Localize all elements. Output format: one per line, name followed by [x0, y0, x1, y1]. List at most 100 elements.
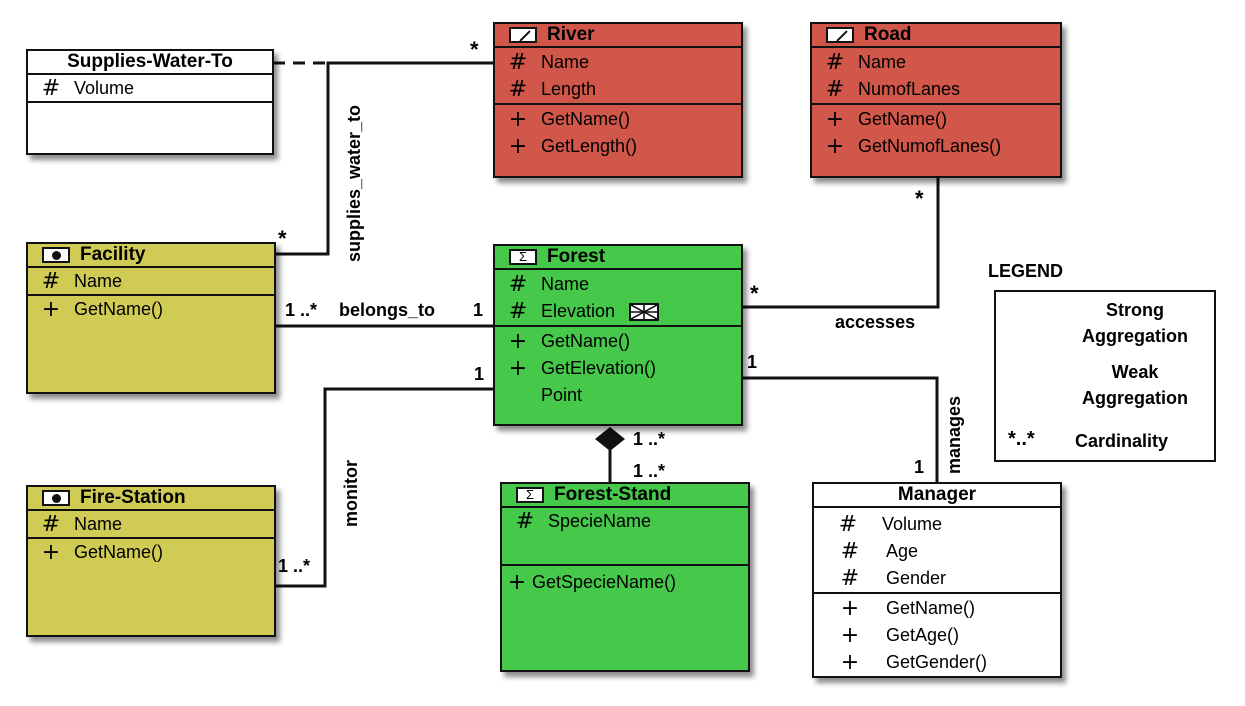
attribute-row: #Name: [495, 49, 741, 76]
attribute-name: SpecieName: [548, 511, 652, 531]
method-row: +GetName(): [495, 328, 741, 355]
method-row: + GetElevation(): [495, 355, 741, 382]
class-title: Manager: [814, 484, 1060, 508]
attribute-row: #Name: [28, 268, 274, 295]
sigma-icon: Σ: [516, 487, 544, 503]
method-row: Point: [495, 382, 741, 409]
legend-weak-aggregation: Weak Aggregation: [1082, 362, 1188, 408]
class-forest-stand: Σ Forest-Stand # SpecieName +GetSpecieName…: [500, 482, 750, 672]
public-icon: +: [41, 540, 61, 565]
protected-icon: #: [508, 299, 528, 324]
method-name: GetGender(): [886, 652, 988, 672]
strong-aggregation-diamond: [595, 427, 625, 451]
protected-icon: #: [825, 50, 845, 75]
class-fire-station: Fire-Station #Name +GetName(): [26, 485, 276, 637]
dot-icon: [42, 490, 70, 506]
method-name: GetLength(): [541, 136, 638, 156]
forest-monitor-cardinality: 1: [474, 364, 485, 384]
method-name: GetName(): [74, 299, 164, 319]
attribute-name: Name: [858, 52, 907, 72]
method-row: +GetAge(): [814, 622, 1060, 649]
attribute-name: Name: [541, 274, 590, 294]
method-name: GetElevation(): [541, 358, 657, 378]
attribute-row: # Volume: [28, 75, 272, 102]
belongs-to-label: belongs_to: [339, 300, 436, 320]
attribute-row: #Name: [495, 271, 741, 298]
stand-aggregation-cardinality: 1 ..*: [633, 461, 666, 481]
public-icon: +: [840, 596, 860, 621]
method-row: + GetGender(): [814, 649, 1060, 676]
sigma-icon: Σ: [509, 249, 537, 265]
supplies-water-to-label: supplies_water_to: [344, 104, 364, 262]
public-icon: +: [41, 297, 61, 322]
legend-title: LEGEND: [988, 261, 1064, 281]
legend-cardinality: Cardinality: [1075, 431, 1169, 451]
monitor-label: monitor: [341, 460, 361, 527]
method-name: GetNumofLanes(): [858, 136, 1002, 156]
method-row: +GetNumofLanes(): [812, 133, 1060, 160]
public-icon: +: [508, 356, 528, 381]
class-title: Forest-Stand: [554, 484, 672, 505]
protected-icon: #: [41, 76, 61, 101]
method-name: GetName(): [541, 109, 631, 129]
facility-belongs-cardinality: 1 ..*: [285, 300, 318, 320]
method-name: GetSpecieName(): [532, 572, 677, 592]
accesses-label: accesses: [835, 312, 916, 332]
public-icon: +: [508, 134, 528, 159]
protected-icon: #: [41, 269, 61, 294]
method-row: + GetName(): [28, 539, 274, 566]
public-icon: +: [840, 623, 860, 648]
public-icon: +: [508, 329, 528, 354]
class-supplies-water-to: Supplies-Water-To #Volume: [26, 49, 274, 155]
attribute-name: Volume: [74, 78, 135, 98]
attribute-row: # Name: [812, 49, 1060, 76]
attribute-row: # Elevation: [495, 298, 741, 325]
accesses-line: [742, 173, 940, 309]
dot-icon: [42, 247, 70, 263]
class-river: River #Name #Length +GetName() +GetLengt…: [493, 22, 743, 178]
public-icon: +: [825, 107, 845, 132]
slash-icon: [509, 27, 537, 43]
attribute-name: Name: [541, 52, 590, 72]
class-title: Road: [864, 24, 912, 45]
manager-manages-cardinality: 1: [914, 457, 925, 477]
method-name: GetName(): [74, 542, 164, 562]
facility-supplies-cardinality: *: [278, 226, 287, 251]
attribute-row: # SpecieName: [502, 508, 748, 535]
public-icon: +: [840, 650, 860, 675]
manages-line: [742, 376, 939, 482]
protected-icon: #: [838, 512, 858, 537]
class-title: Fire-Station: [80, 487, 186, 508]
protected-icon: #: [840, 539, 860, 564]
method-name: Point: [541, 385, 583, 405]
protected-icon: #: [41, 512, 61, 537]
method-row: +GetSpecieName(): [502, 569, 748, 596]
class-title: Forest: [547, 246, 606, 267]
protected-icon: #: [840, 566, 860, 591]
class-manager: Manager #Volume #Age #Gender +GetName() …: [812, 482, 1062, 678]
road-cardinality: *: [915, 186, 924, 211]
firestation-monitor-cardinality: 1 ..*: [278, 556, 311, 576]
supplies-water-to-line: [275, 61, 493, 256]
attribute-name: Elevation: [541, 301, 616, 321]
method-row: +GetName(): [812, 106, 1060, 133]
legend-strong-aggregation: Strong Aggregation: [1082, 300, 1188, 346]
manages-label: manages: [944, 395, 964, 474]
legend-cardinality-symbol: *..*: [1008, 428, 1035, 450]
forest-aggregation-cardinality: 1 ..*: [633, 429, 666, 449]
legend-box: [994, 290, 1216, 462]
forest-belongs-cardinality: 1: [473, 300, 484, 320]
method-row: + GetName(): [28, 296, 274, 323]
monitor-line: [275, 387, 493, 588]
protected-icon: #: [825, 77, 845, 102]
forest-accesses-cardinality: *: [750, 281, 759, 306]
protected-icon: #: [515, 509, 535, 534]
public-icon: +: [508, 107, 528, 132]
attribute-name: Age: [886, 541, 919, 561]
attribute-row: #Gender: [814, 565, 1060, 592]
class-road: Road #Name #NumofLanes +GetName() +GetNu…: [810, 22, 1062, 178]
method-row: + GetLength(): [495, 133, 741, 160]
river-cardinality: *: [470, 37, 479, 62]
forest-manages-cardinality: 1: [747, 352, 758, 372]
class-forest: Σ Forest #Name # Elevation +GetName() + Get…: [493, 244, 743, 426]
